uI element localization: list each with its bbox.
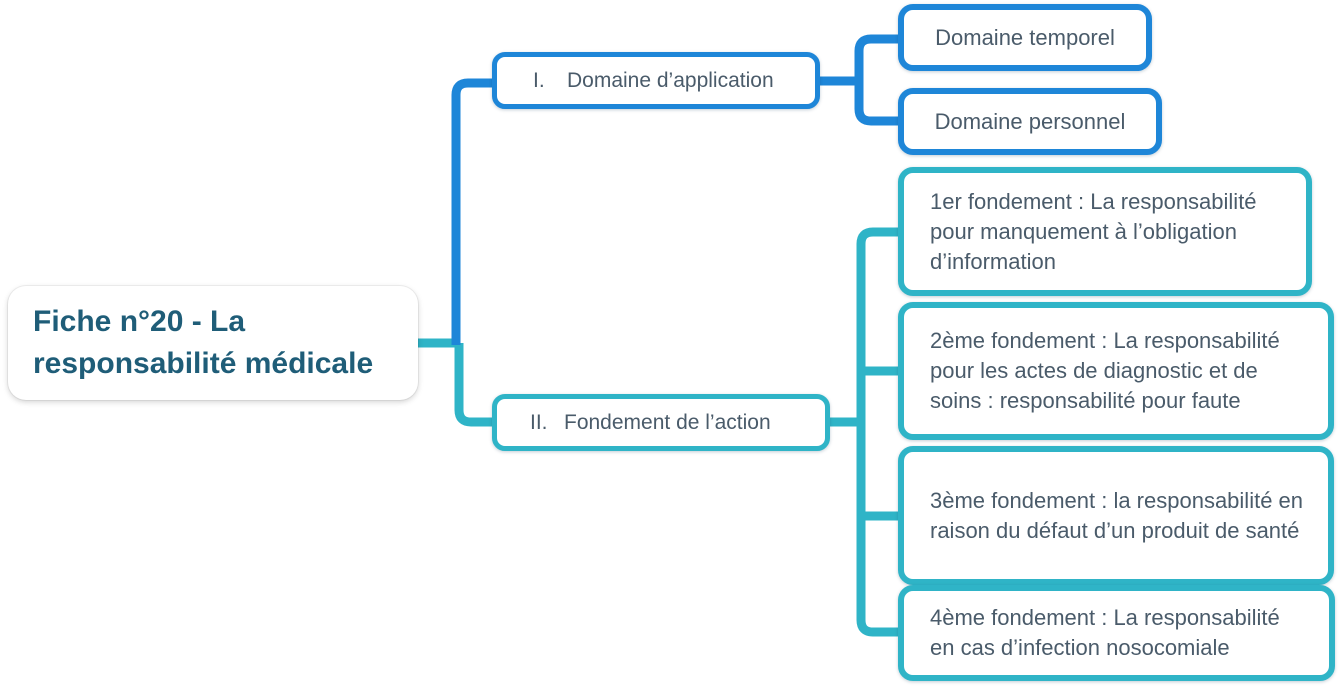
child-node-label: 3ème fondement : la responsabilité en ra… — [930, 487, 1304, 543]
branch-node-domaine-application: I. Domaine d’application — [492, 52, 820, 109]
branch-node-fondement-action: II. Fondement de l’action — [492, 394, 830, 451]
branch-label: Domaine d’application — [567, 68, 774, 92]
child-node-label: Domaine temporel — [935, 24, 1115, 50]
child-node-domaine-temporel: Domaine temporel — [898, 4, 1152, 71]
elbow-to-domaine-temporel — [854, 34, 903, 81]
child-node-label: 2ème fondement : La responsabilité pour … — [930, 328, 1280, 413]
child-node-fondement-1: 1er fondement : La responsabilité pour m… — [898, 167, 1312, 296]
elbow-to-branch-1 — [451, 78, 497, 345]
child-node-fondement-3: 3ème fondement : la responsabilité en ra… — [898, 446, 1334, 585]
branch-label: Fondement de l’action — [564, 410, 771, 434]
elbow-to-branch-2 — [454, 343, 497, 427]
child-node-label: 4ème fondement : La responsabilité en ca… — [930, 605, 1280, 660]
roman-numeral-marker: I. — [533, 68, 545, 92]
child-node-domaine-personnel: Domaine personnel — [898, 88, 1162, 155]
child-node-label: 1er fondement : La responsabilité pour m… — [930, 188, 1257, 274]
roman-numeral-marker: II. — [530, 410, 548, 434]
root-node-label: Fiche n°20 - La responsabilité médicale — [33, 305, 374, 380]
elbow-to-domaine-personnel — [854, 81, 903, 126]
root-node: Fiche n°20 - La responsabilité médicale — [8, 286, 418, 400]
child-node-fondement-4: 4ème fondement : La responsabilité en ca… — [898, 585, 1335, 681]
elbow-to-fondement-4 — [856, 422, 903, 637]
elbow-to-fondement-1 — [856, 227, 903, 422]
child-node-label: Domaine personnel — [934, 108, 1126, 134]
child-node-fondement-2: 2ème fondement : La responsabilité pour … — [898, 302, 1334, 440]
